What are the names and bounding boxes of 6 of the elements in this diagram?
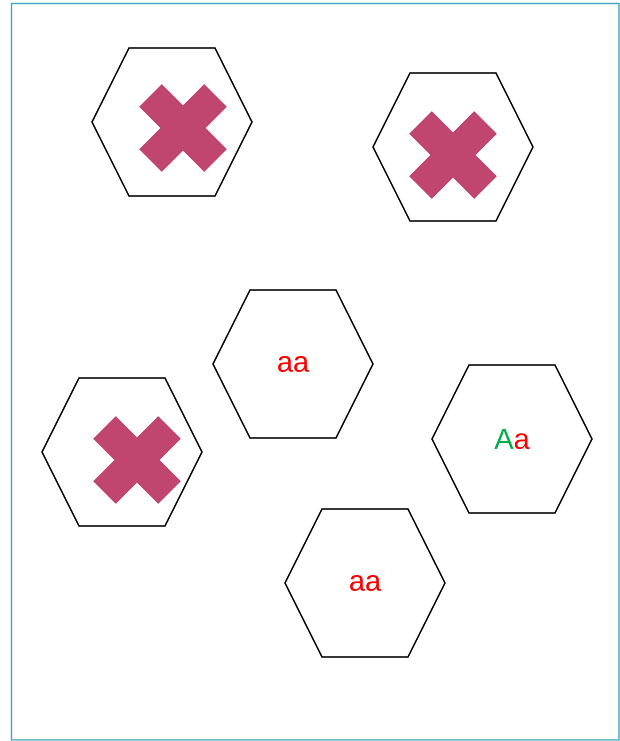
crossed-out-hexagon [91, 47, 253, 197]
hexagon: Aa [431, 364, 593, 514]
crossed-out-hexagon [41, 377, 203, 527]
hexagon: aa [284, 508, 446, 658]
hexagon: aa [212, 289, 374, 439]
crossed-out-hexagon [372, 72, 534, 222]
